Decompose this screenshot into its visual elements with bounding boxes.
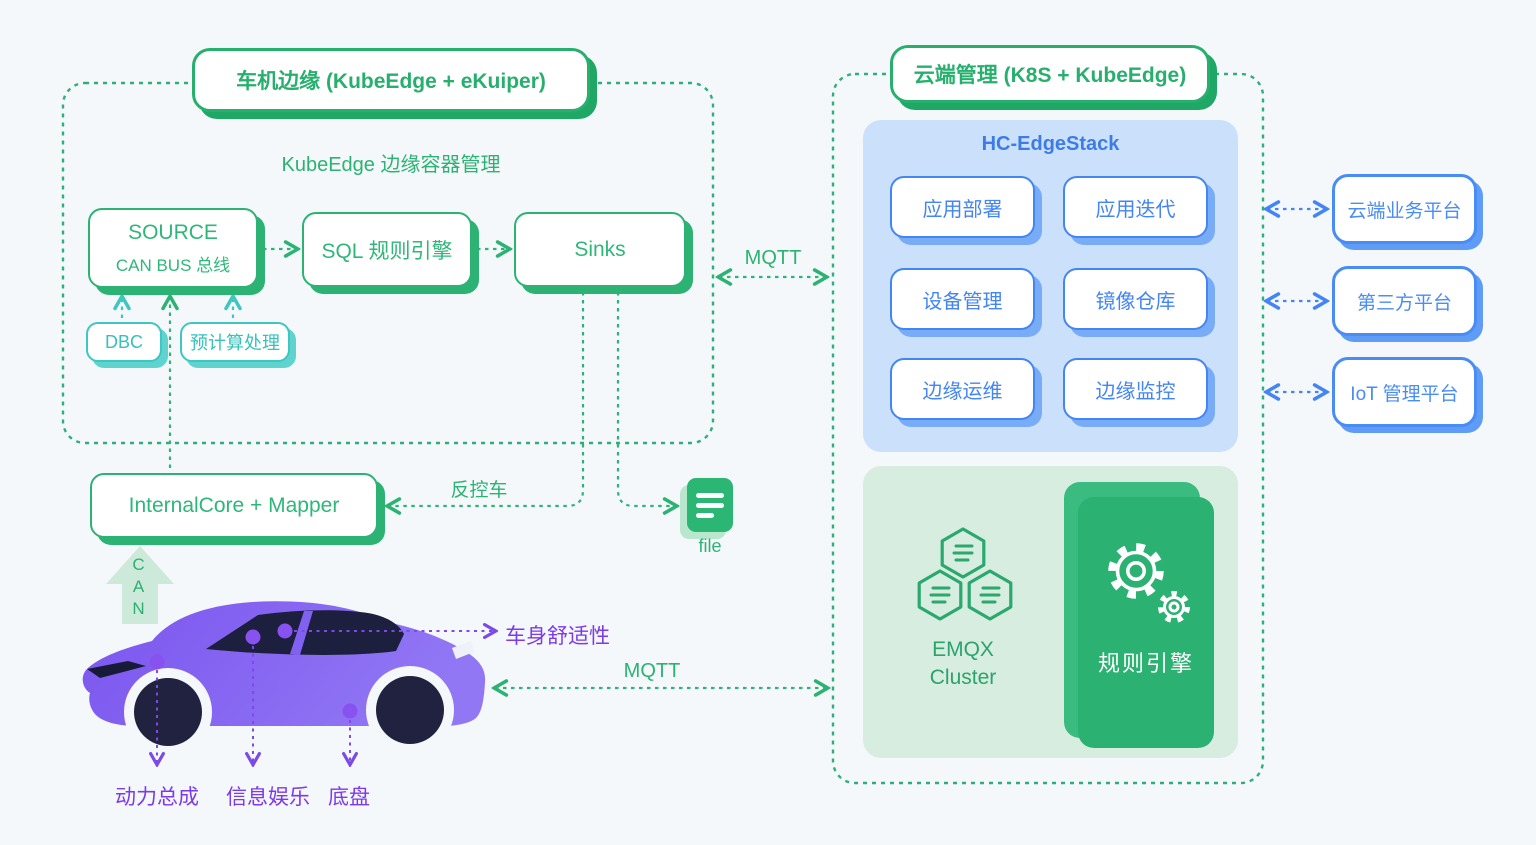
blue-connectors [1267,209,1326,392]
cyan-connectors [122,297,233,318]
file-icon-line [696,502,724,508]
platform-label: 第三方平台 [1356,292,1452,314]
green-connectors [170,249,827,688]
vehicle-sensor-dots [149,623,358,719]
emqx-cluster-label: EMQX Cluster [888,636,1038,692]
vehicle-domain-connectors [157,631,495,764]
file-icon [687,478,733,532]
can-up-arrow [106,546,174,624]
file-icon-line [696,512,714,518]
powertrain-domain-label: 动力总成 [115,786,199,809]
mqtt-top-label: MQTT [744,247,802,269]
edge-title: 车机边缘 (KubeEdge + eKuiper) [236,70,546,93]
mqtt-bottom-label: MQTT [623,660,681,682]
platform-label: IoT 管理平台 [1350,383,1459,405]
module-label: 应用部署 [922,198,1003,221]
module-edge-monitor: 边缘监控 [1063,358,1208,420]
gear-icon [1108,543,1190,623]
internalcore-mapper-box: InternalCore + Mapper [90,473,378,538]
comfort-domain-label: 车身舒适性 [505,625,610,648]
source-sublabel: CAN BUS 总线 [115,255,231,275]
module-edge-ops: 边缘运维 [890,358,1035,420]
platform-cloud-business: 云端业务平台 [1332,174,1477,244]
dbc-label: DBC [104,331,143,352]
precompute-label: 预计算处理 [190,333,280,353]
platform-iot-mgmt: IoT 管理平台 [1332,357,1477,427]
rule-engine-card [1078,497,1214,748]
module-label: 设备管理 [922,290,1003,313]
sinks-box: Sinks [514,212,686,287]
module-label: 边缘运维 [922,380,1003,403]
platform-label: 云端业务平台 [1347,200,1462,222]
source-label: SOURCE [128,220,218,244]
hc-edgestack-title: HC-EdgeStack [981,133,1120,155]
chassis-domain-label: 底盘 [328,786,370,809]
file-icon-line [696,492,724,498]
sql-rule-engine-box: SQL 规则引擎 [302,212,472,287]
sql-rule-engine-label: SQL 规则引擎 [321,239,453,263]
emqx-cluster-icon [917,527,1013,621]
dbc-box: DBC [86,322,162,362]
car-illustration [82,601,486,756]
cloud-title: 云端管理 (K8S + KubeEdge) [913,64,1187,87]
emqx-line2: Cluster [929,666,997,689]
reverse-control-label: 反控车 [450,480,508,501]
module-app-deploy: 应用部署 [890,176,1035,238]
emqx-line1: EMQX [932,638,994,661]
file-label: file [698,536,722,556]
platform-third-party: 第三方平台 [1332,266,1477,336]
module-device-mgmt: 设备管理 [890,268,1035,330]
module-app-iterate: 应用迭代 [1063,176,1208,238]
precompute-box: 预计算处理 [180,322,290,362]
infotainment-domain-label: 信息娱乐 [226,786,310,809]
module-label: 边缘监控 [1095,380,1176,403]
internalcore-mapper-label: InternalCore + Mapper [128,493,340,517]
module-label: 应用迭代 [1095,198,1176,221]
edge-title-box: 车机边缘 (KubeEdge + eKuiper) [192,48,590,112]
can-label: CAN [129,555,148,621]
rule-engine-label: 规则引擎 [1097,651,1194,676]
cloud-title-box: 云端管理 (K8S + KubeEdge) [890,45,1210,103]
sinks-label: Sinks [574,237,626,261]
module-label: 镜像仓库 [1095,290,1176,313]
module-image-registry: 镜像仓库 [1063,268,1208,330]
source-box: SOURCE CAN BUS 总线 [88,208,258,288]
edge-subtitle: KubeEdge 边缘容器管理 [281,154,501,176]
